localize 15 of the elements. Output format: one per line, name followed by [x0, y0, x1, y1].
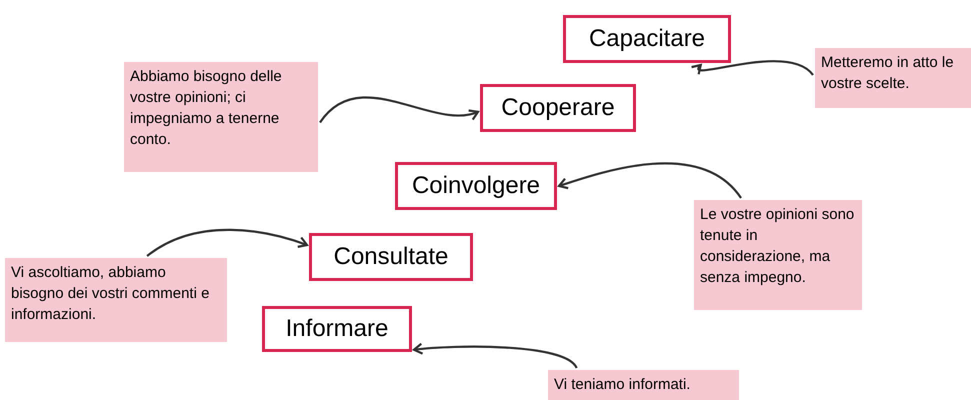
curved-arrow [146, 228, 308, 257]
stage-box: Cooperare [480, 84, 636, 132]
stage-box: Consultate [309, 233, 473, 281]
stage-box: Capacitare [563, 15, 731, 63]
note-box: Abbiamo bisogno delle vostre opinioni; ci impegniamo a tenerne conto. [124, 62, 318, 172]
curved-arrow [691, 60, 814, 76]
note-box: Vi ascoltiamo, abbiamo bisogno dei vostri commenti e informazioni. [5, 258, 227, 342]
stage-box: Coinvolgere [395, 162, 557, 210]
note-box: Le vostre opinioni sono tenute in considerazione, ma senza impegno. [694, 200, 862, 310]
curved-arrow [412, 342, 578, 369]
curved-arrow [558, 162, 742, 199]
stage-box: Informare [262, 306, 412, 352]
curved-arrow [319, 96, 480, 124]
note-box: Vi teniamo informati. [548, 370, 739, 400]
note-box: Metteremo in atto le vostre scelte. [815, 48, 971, 108]
